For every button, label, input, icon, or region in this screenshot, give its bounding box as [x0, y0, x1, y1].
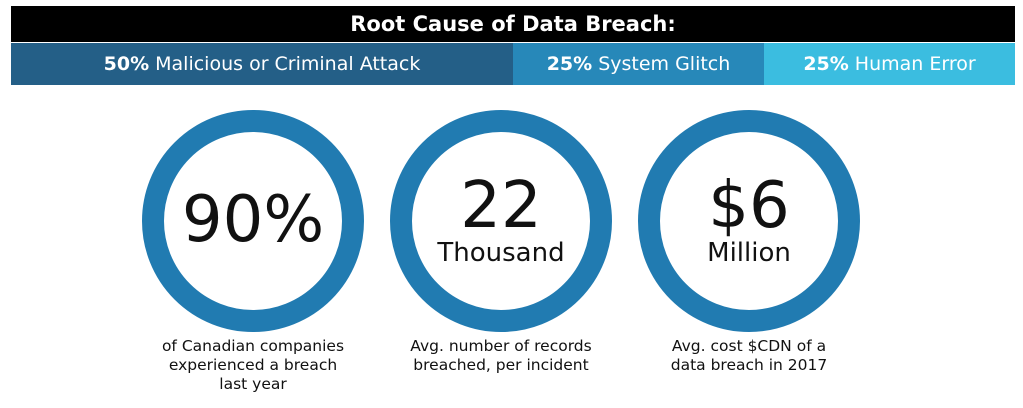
caption-line: experienced a breach	[168, 356, 338, 374]
stat-value: $6	[708, 169, 790, 243]
segment-value-label: 25%	[803, 53, 849, 75]
caption-line: Avg. number of records	[410, 337, 592, 355]
ring-icon	[142, 110, 364, 332]
segment-category-label: Human Error	[854, 53, 976, 75]
stat-unit: Thousand	[437, 238, 565, 268]
stat-records-breached: 22 Thousand Avg. number of records breac…	[388, 108, 614, 374]
stat-value: 22	[460, 169, 542, 243]
segment-malicious-attack: 50% Malicious or Criminal Attack	[11, 43, 513, 85]
ring-icon	[390, 110, 612, 332]
stat-breach-cost: $6 Million Avg. cost $CDN of a data brea…	[636, 108, 862, 374]
ring-icon	[638, 110, 860, 332]
caption-line: Avg. cost $CDN of a	[671, 337, 827, 355]
stat-caption: of Canadian companies experienced a brea…	[120, 337, 386, 394]
segment-category-label: Malicious or Criminal Attack	[155, 53, 421, 75]
segment-system-glitch: 25% System Glitch	[513, 43, 764, 85]
stat-caption: Avg. cost $CDN of a data breach in 2017	[616, 337, 882, 375]
stat-canadian-companies: 90% of Canadian companies experienced a …	[140, 108, 366, 393]
caption-line: of Canadian companies	[161, 337, 345, 355]
stat-caption: Avg. number of records breached, per inc…	[368, 337, 634, 375]
root-cause-stacked-bar: 50% Malicious or Criminal Attack 25% Sys…	[11, 43, 1015, 85]
caption-line: breached, per incident	[413, 356, 589, 374]
segment-value-label: 50%	[103, 53, 150, 75]
stat-value: 90%	[181, 183, 325, 257]
segment-value-label: 25%	[546, 53, 593, 75]
segment-human-error: 25% Human Error	[764, 43, 1015, 85]
segment-category-label: System Glitch	[598, 53, 731, 75]
caption-line: last year	[219, 375, 287, 393]
chart-title: Root Cause of Data Breach:	[11, 6, 1015, 42]
stat-unit: Million	[707, 238, 791, 268]
caption-line: data breach in 2017	[670, 356, 828, 374]
